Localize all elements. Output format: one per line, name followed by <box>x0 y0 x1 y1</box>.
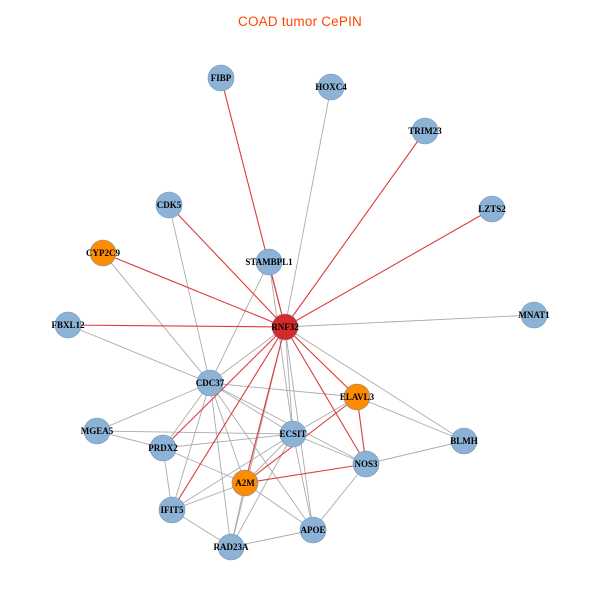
node-APOE <box>299 516 327 544</box>
node-ECSIT <box>279 420 307 448</box>
edge-CDC37-ELAVL3 <box>209 382 358 398</box>
edge-ELAVL3-BLMH <box>356 396 465 442</box>
edge-RNF32-BLMH <box>284 326 465 442</box>
edge-CDC37-STAMBPL1 <box>209 261 270 384</box>
edge-RNF32-CDK5 <box>168 204 286 328</box>
edge-RNF32-FIBP <box>220 77 286 328</box>
edge-RNF32-TRIM23 <box>284 130 426 328</box>
node-CYP2C9 <box>89 239 117 267</box>
edge-RNF32-MNAT1 <box>284 314 535 328</box>
edge-CDC37-FBXL12 <box>67 324 211 384</box>
chart-title: COAD tumor CePIN <box>238 14 362 29</box>
edge-RNF32-HOXC4 <box>284 86 332 328</box>
edge-ECSIT-IFIT5 <box>171 433 294 511</box>
edge-CDC37-ECSIT <box>209 382 294 435</box>
edge-RNF32-A2M <box>244 326 286 484</box>
edge-RNF32-ELAVL3 <box>284 326 358 398</box>
edge-CDC37-IFIT5 <box>171 382 211 511</box>
edge-APOE-RAD23A <box>230 529 314 548</box>
edge-RNF32-NOS3 <box>284 326 367 465</box>
edge-CDC37-RAD23A <box>209 382 232 548</box>
edge-A2M-APOE <box>244 482 314 531</box>
node-STAMBPL1 <box>255 248 283 276</box>
node-MNAT1 <box>520 301 548 329</box>
edge-CDC37-CDK5 <box>168 204 211 384</box>
edge-NOS3-BLMH <box>365 440 465 465</box>
edge-CDC37-PRDX2 <box>162 382 211 449</box>
edge-NOS3-APOE <box>312 463 367 531</box>
edge-ECSIT-RAD23A <box>230 433 294 548</box>
node-IFIT5 <box>158 496 186 524</box>
node-BLMH <box>450 427 478 455</box>
edge-RNF32-PRDX2 <box>162 326 286 449</box>
node-CDK5 <box>155 191 183 219</box>
edge-RNF32-CYP2C9 <box>102 252 286 328</box>
edge-RNF32-FBXL12 <box>67 324 286 328</box>
edge-MGEA5-ECSIT <box>96 430 294 435</box>
edge-A2M-NOS3 <box>244 463 367 484</box>
edge-RNF32-IFIT5 <box>171 326 286 511</box>
edge-CDC37-MGEA5 <box>96 382 211 432</box>
edge-CDC37-CYP2C9 <box>102 252 211 384</box>
edge-STAMBPL1-ECSIT <box>268 261 294 435</box>
node-HOXC4 <box>317 73 345 101</box>
edge-RNF32-LZTS2 <box>284 208 493 328</box>
edge-RNF32-ECSIT <box>284 326 294 435</box>
node-MGEA5 <box>83 417 111 445</box>
node-A2M <box>231 469 259 497</box>
node-FIBP <box>207 64 235 92</box>
edge-ECSIT-APOE <box>292 433 314 531</box>
node-TRIM23 <box>411 117 439 145</box>
node-ELAVL3 <box>343 383 371 411</box>
edge-PRDX2-ECSIT <box>162 433 294 449</box>
node-LZTS2 <box>478 195 506 223</box>
edge-PRDX2-A2M <box>162 447 246 484</box>
node-NOS3 <box>352 450 380 478</box>
node-FBXL12 <box>54 311 82 339</box>
edge-CDC37-APOE <box>209 382 314 531</box>
edge-RNF32-CDC37 <box>209 326 286 384</box>
node-PRDX2 <box>149 434 177 462</box>
node-RNF32 <box>271 313 299 341</box>
node-CDC37 <box>196 369 224 397</box>
node-RAD23A <box>217 533 245 561</box>
